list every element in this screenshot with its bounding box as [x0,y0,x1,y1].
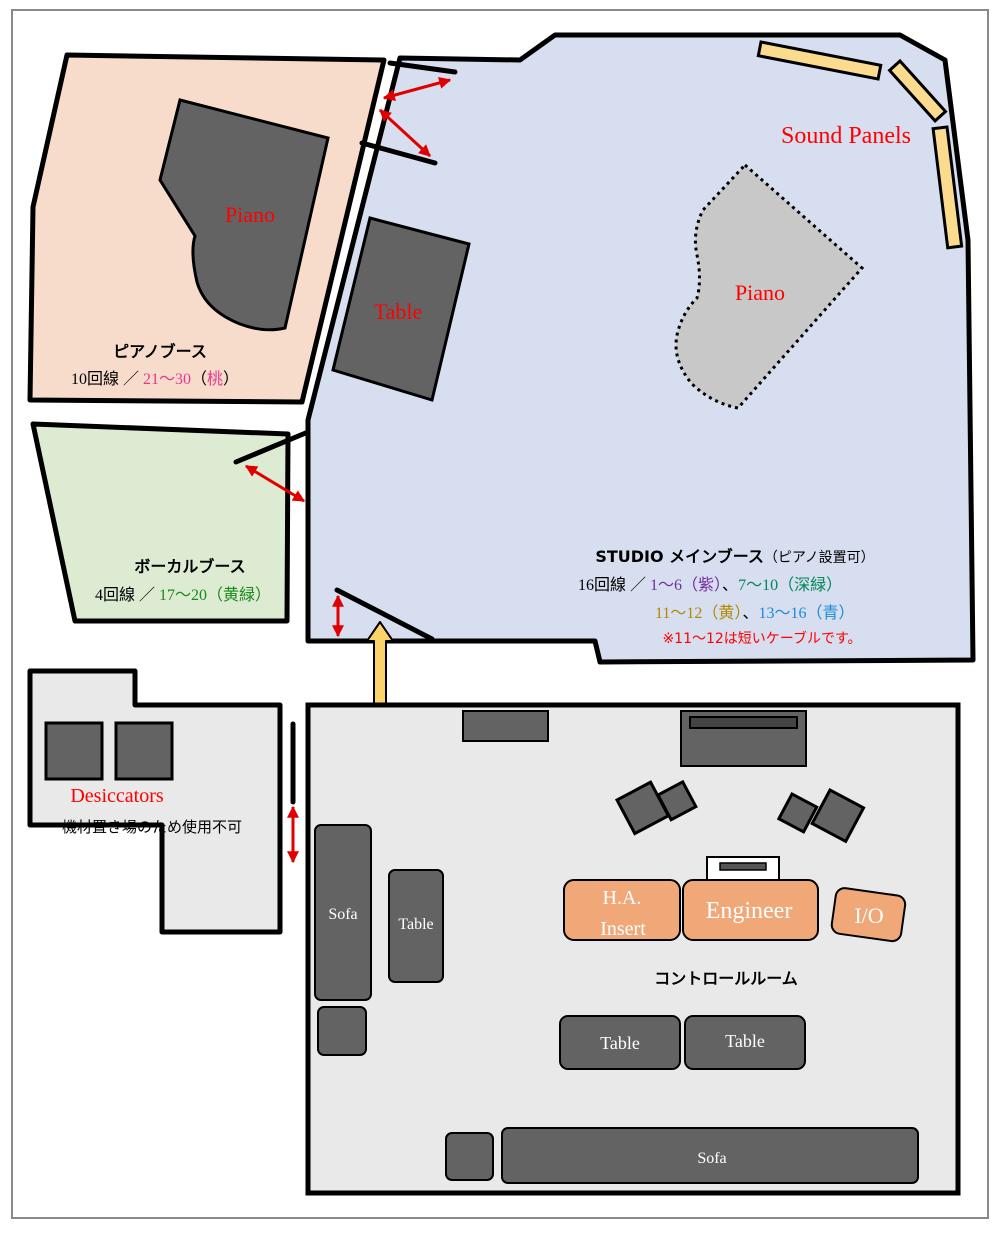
grand-piano-icon [158,98,330,332]
control-room-name: コントロールルーム [654,969,798,988]
table-mid-left [559,1015,681,1070]
io-label: I/O [854,903,883,928]
console-screen-inner [719,862,767,871]
ottoman-left [317,1006,367,1056]
main-booth: Sound Panels Piano Table STUDIO メインブース（ピ… [305,32,976,665]
piano-booth-range: 21〜30 [143,371,191,388]
table-piano-booth-label: Table [374,299,423,324]
range-blue: 13〜16 [758,605,806,622]
main-booth-floor [305,32,976,665]
piano-booth-lines: 10回線 ／ 21〜30（桃） [71,370,239,388]
control-room: H.A. Insert Engineer I/O コントロールルーム Sofa … [305,702,961,1196]
table-left [388,869,444,983]
table-left-label: Table [398,916,433,933]
piano-placement-outline [674,162,865,410]
table-piano-booth [331,216,471,402]
main-booth-title: STUDIO メインブース（ピアノ設置可） [595,547,874,566]
vocal-booth: ボーカルブース 4回線 ／ 17〜20（黄緑） [30,421,291,624]
engineer-label: Engineer [706,898,793,924]
vocal-booth-name: ボーカルブース [134,557,245,576]
vocal-booth-lines: 4回線 ／ 17〜20（黄緑） [95,586,271,604]
main-booth-lines: 16回線 ／ 1〜6（紫）、7〜10（深緑） [578,576,842,594]
vocal-booth-floor [30,421,291,624]
sofa-left [314,824,372,1001]
piano-booth-color-name: 桃 [207,370,223,388]
monitor-tv-screen [689,716,798,729]
speaker-left [655,779,698,822]
sound-panel [887,58,948,124]
ottoman-bottom [445,1132,494,1181]
piano-booth-name: ピアノブース [113,342,207,361]
vocal-booth-range: 17〜20（黄緑） [159,586,271,604]
desiccator-cabinet [114,721,174,781]
storage-room: Desiccators 機材置き場のため使用不可 [27,668,283,935]
table-mid-right [684,1015,806,1070]
storage-note: 機材置き場のため使用不可 [62,818,242,836]
main-booth-note: （ピアノ設置可） [764,550,875,566]
table-mid-left-label: Table [600,1033,640,1053]
sofa-bottom-label: Sofa [697,1150,726,1167]
range-yellow: 11〜12 [655,605,702,622]
piano-booth-piano-label: Piano [225,202,275,227]
short-cable-warning: ※11〜12は短いケーブルです。 [662,630,861,647]
engineer-desk [682,879,819,941]
main-booth-name: STUDIO メインブース [595,547,764,566]
speaker-right [810,787,866,844]
range-dark-green: 7〜10 [738,577,778,594]
desiccator-cabinet [44,721,104,781]
ha-insert-label: H.A. [603,887,642,909]
io-desk [830,887,907,943]
sound-panel [756,40,883,81]
ha-insert-label-2: Insert [600,918,646,940]
range-purple: 1〜6 [650,577,682,594]
speaker-right [776,791,819,834]
sound-panel [931,125,964,250]
table-mid-right-label: Table [725,1031,765,1051]
sound-panels-label: Sound Panels [781,123,911,149]
outboard-rack [462,710,549,742]
main-booth-piano-label: Piano [735,280,785,305]
ha-insert-desk [563,879,681,941]
sofa-left-label: Sofa [328,906,357,923]
sofa-bottom [501,1127,919,1184]
desiccators-label: Desiccators [70,785,164,807]
piano-booth: Piano ピアノブース 10回線 ／ 21〜30（桃） [27,52,387,405]
main-booth-lines-2: 11〜12（黄）、13〜16（青） [655,604,854,622]
